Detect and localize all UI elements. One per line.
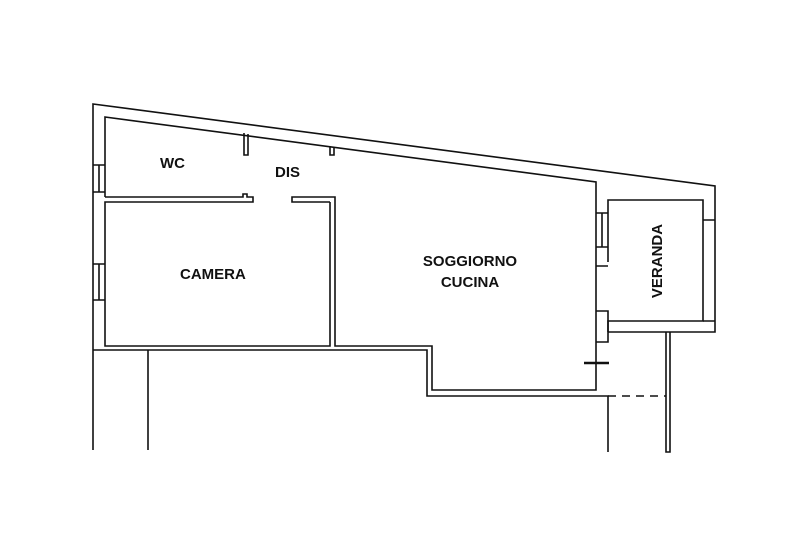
room-label-soggiorno: SOGGIORNO xyxy=(423,253,518,270)
inner-top-wall xyxy=(104,116,597,391)
wc-partition-stub xyxy=(243,133,249,156)
lower-boundary-lines xyxy=(92,350,149,450)
veranda-right-window xyxy=(703,219,715,322)
room-label-dis: DIS xyxy=(275,164,300,181)
veranda-door-jamb xyxy=(596,310,609,343)
outer-bottom-wall xyxy=(93,349,609,452)
outer-wall xyxy=(92,103,716,350)
wc-camera-wall xyxy=(104,193,331,347)
balcony-post xyxy=(665,332,671,453)
room-label-cucina: CUCINA xyxy=(441,274,499,291)
room-label-camera: CAMERA xyxy=(180,266,246,283)
dis-partition-stub xyxy=(329,146,335,156)
room-label-veranda: VERANDA xyxy=(649,224,666,298)
veranda-window xyxy=(596,212,608,267)
window-left-wc xyxy=(93,164,105,193)
room-label-wc: WC xyxy=(160,155,185,172)
window-left-camera xyxy=(93,263,105,301)
walls xyxy=(92,103,716,453)
